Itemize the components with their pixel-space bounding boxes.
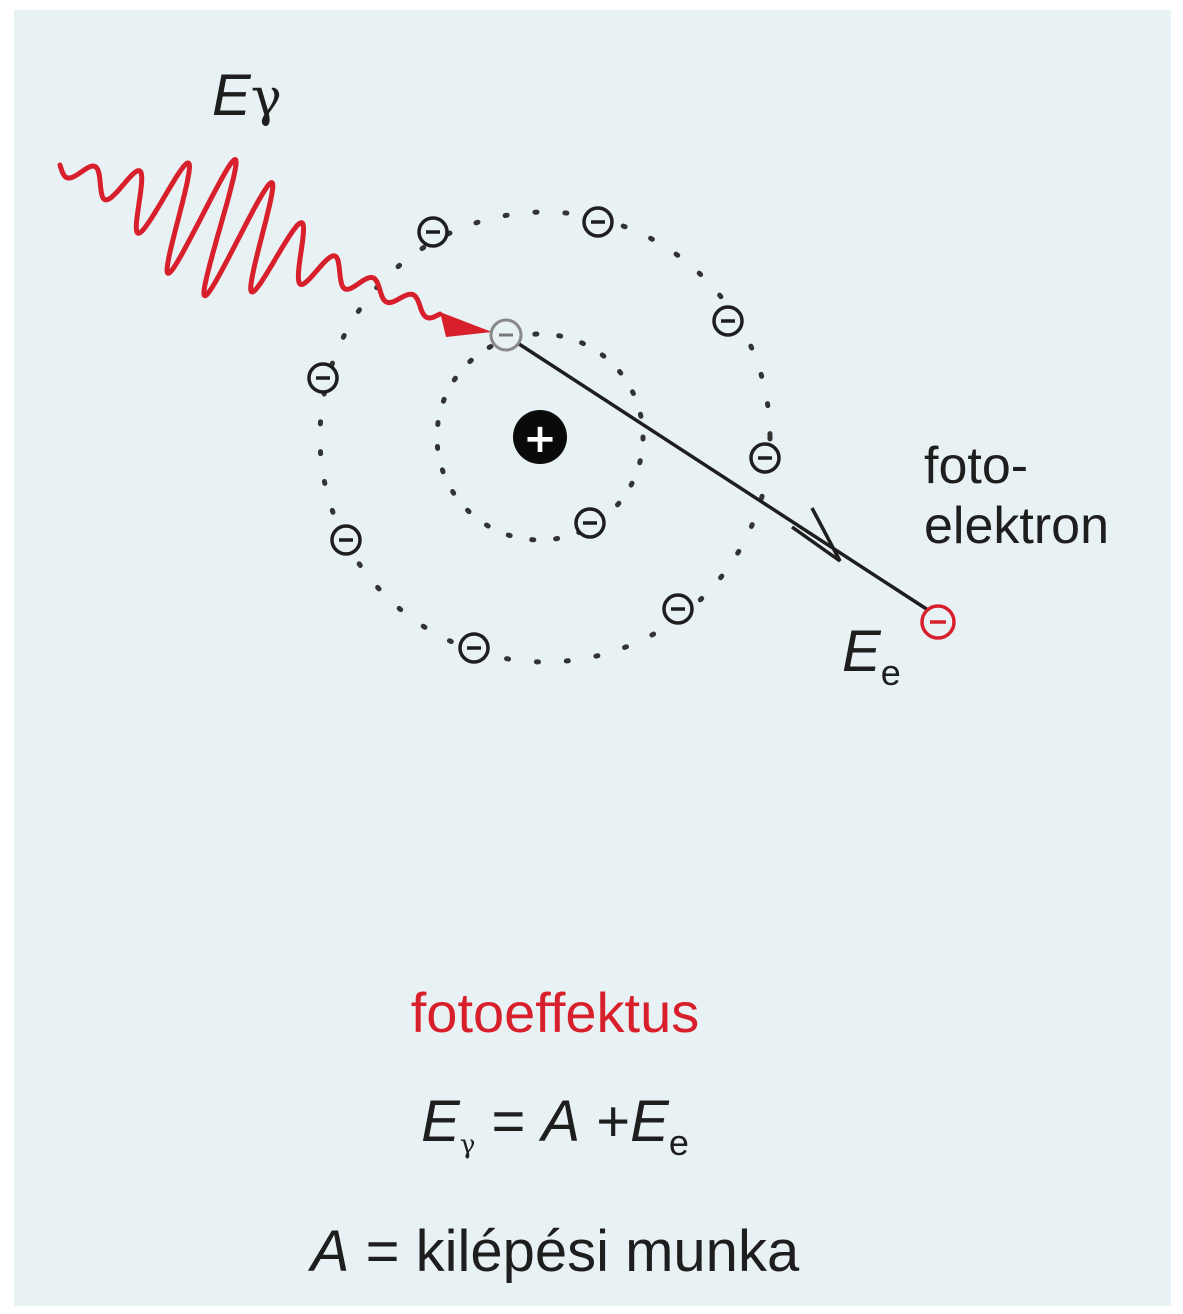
- electron: [582, 206, 614, 238]
- photoelectron-label-line2: elektron: [924, 497, 1109, 555]
- nucleus: +: [513, 410, 567, 464]
- outer-orbit: [317, 209, 773, 665]
- electron: [662, 593, 694, 625]
- electron: [712, 305, 744, 337]
- photoelectron: [920, 604, 956, 640]
- caption-title: fotoeffektus: [410, 981, 700, 1044]
- photon-wave: [57, 157, 443, 321]
- nucleus-plus-sign: +: [523, 416, 557, 462]
- electron: [458, 632, 490, 664]
- photon-arrowhead: [440, 312, 492, 337]
- energy-equation: Eγ = A +Ee: [421, 1089, 689, 1163]
- work-function-definition: A = kilépési munka: [310, 1219, 800, 1284]
- electron-energy-label: Ee: [842, 619, 901, 693]
- photoelectron-track: [515, 340, 929, 612]
- electron: [330, 524, 362, 556]
- orbit-electrons: [307, 206, 781, 664]
- electron: [574, 507, 606, 539]
- photoelectron-label: foto- elektron: [924, 436, 1109, 556]
- electron: [417, 216, 449, 248]
- electron: [749, 442, 781, 474]
- photoelectron-label-line1: foto-: [924, 437, 1029, 495]
- photoelectron-direction-arrow: [790, 507, 842, 563]
- photon-energy-label: Eγ: [212, 63, 282, 128]
- electron: [307, 362, 339, 394]
- struck-electron: [489, 318, 523, 352]
- inner-orbit: [434, 331, 646, 543]
